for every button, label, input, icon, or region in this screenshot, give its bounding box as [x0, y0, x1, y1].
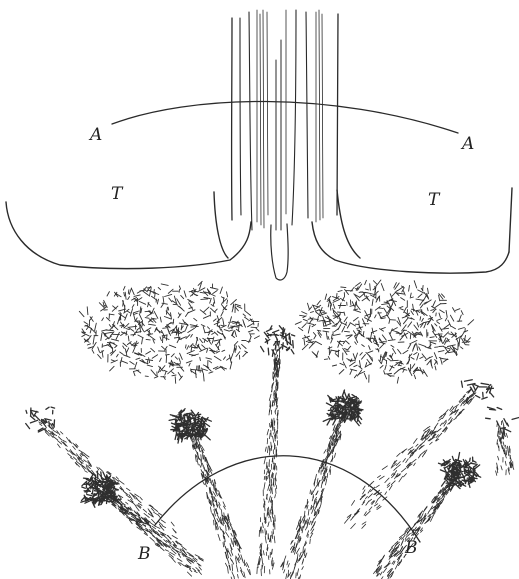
label-t-right: T: [428, 190, 441, 210]
label-b-right: B: [404, 538, 418, 558]
label-a-right: A: [460, 134, 474, 154]
t-shape-right: [312, 222, 509, 273]
t-shape-left: [6, 202, 251, 269]
label-b-left: B: [137, 544, 151, 564]
t-shape-right-tail: [509, 188, 512, 252]
t-shape-right-edge: [337, 190, 360, 258]
t-shape-left-edge: [214, 192, 228, 258]
label-a-left: A: [88, 125, 102, 145]
label-t-left: T: [111, 184, 124, 204]
stippled-structures: [26, 280, 519, 579]
hatched-strands: [257, 10, 323, 228]
arc-a: [112, 101, 458, 133]
arc-b: [155, 456, 420, 542]
